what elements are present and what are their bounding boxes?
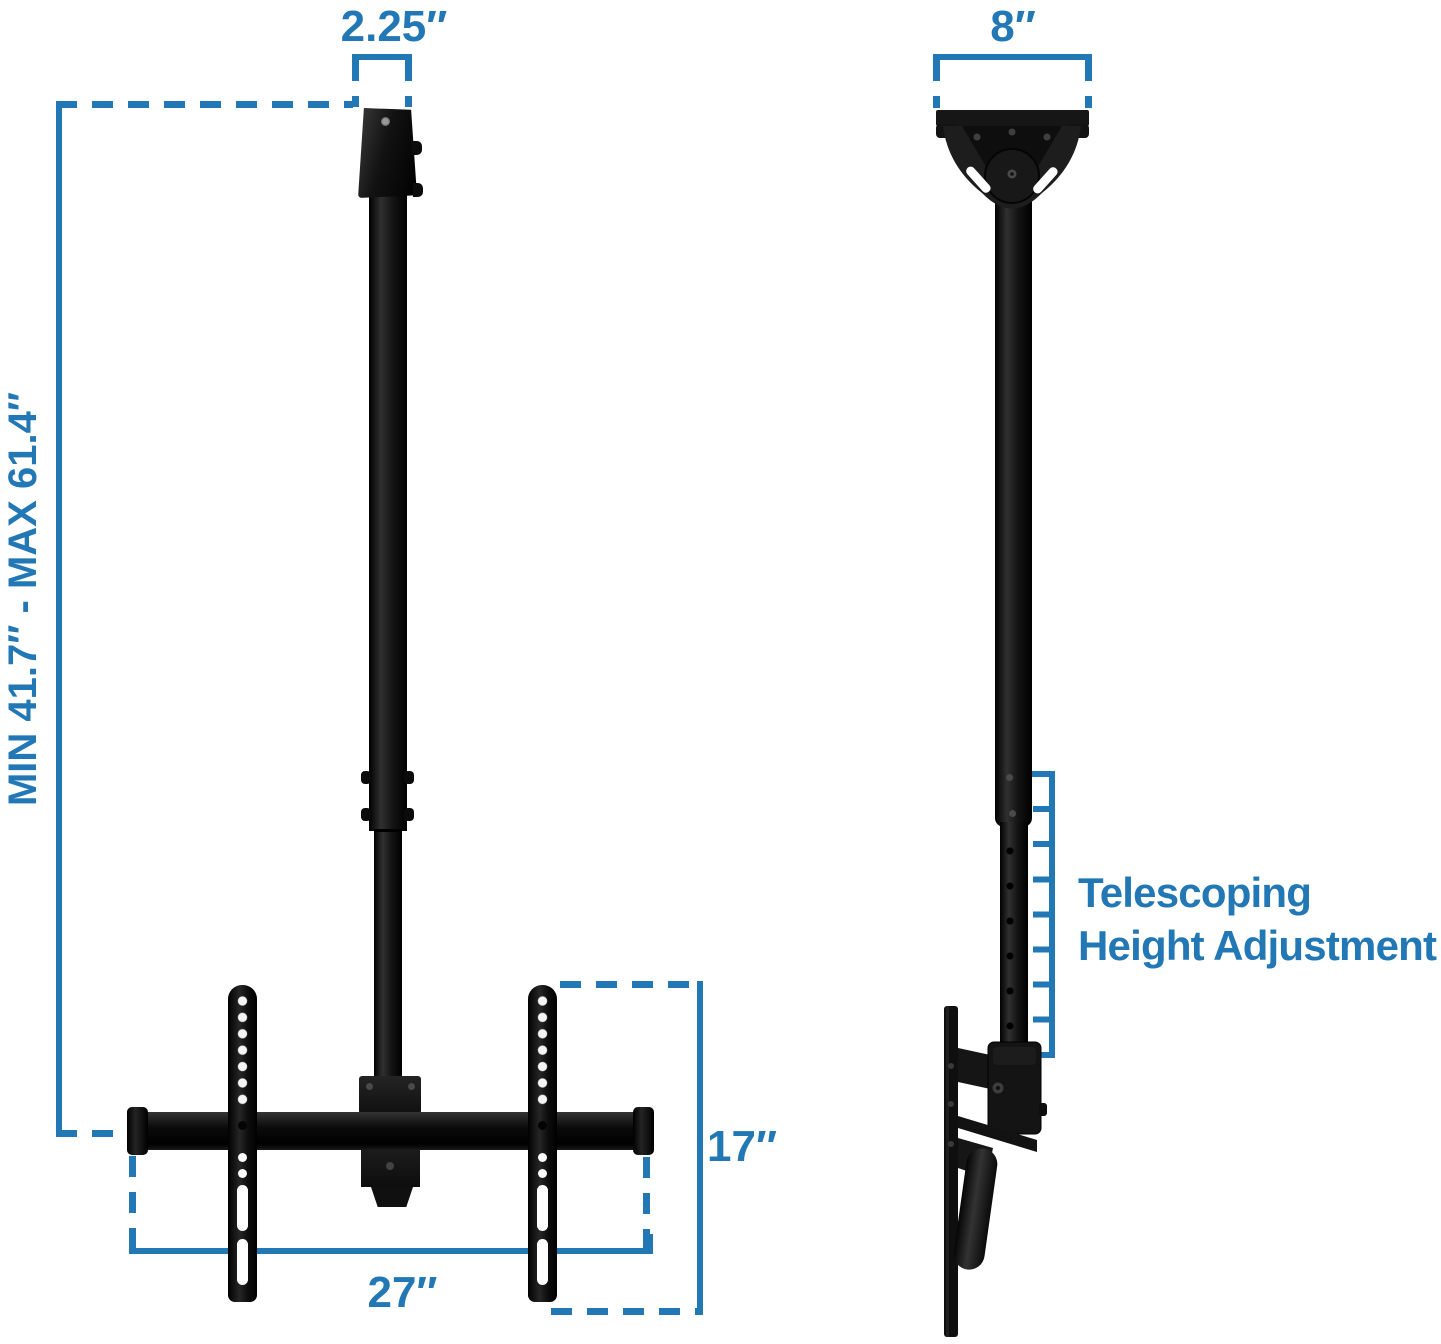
dim-line-27-right <box>643 1157 650 1250</box>
telescoping-ruler-line <box>1049 771 1055 1058</box>
dim-line-17-top <box>560 981 704 988</box>
bracket-clamp-knob-upper <box>412 141 422 155</box>
tilt-bracket-side <box>944 1006 1047 1337</box>
joint-screw-right-2 <box>404 808 414 821</box>
callout-line-2: Height Adjustment <box>1078 922 1437 969</box>
dim-line-height-vertical <box>56 101 62 1137</box>
dim-line-8-left <box>933 60 940 108</box>
rail-hole <box>238 1153 247 1162</box>
dim-tick-27-right <box>647 1234 653 1250</box>
vesa-rail-right <box>528 985 557 1302</box>
dim-line-height-bottom <box>56 1130 132 1137</box>
dim-label-bracket-height: 17″ <box>707 1122 778 1171</box>
pole-screw-side-1 <box>1006 774 1013 781</box>
dim-line-top-width-bar <box>352 54 412 60</box>
crossbar-endcap-left <box>127 1107 148 1155</box>
dim-line-top-width-right <box>405 60 412 107</box>
dim-label-top-width: 2.25″ <box>340 2 448 51</box>
callout-telescoping: Telescoping Height Adjustment <box>1078 866 1437 972</box>
dim-label-height-range: MIN 41.7″ - MAX 61.4″ <box>1 392 45 807</box>
rail-hole <box>538 1169 547 1178</box>
rail-holes <box>528 993 557 1109</box>
dim-line-17-bottom <box>551 1308 697 1315</box>
rail-holes <box>228 993 257 1109</box>
telescoping-pole-side <box>1000 822 1028 1051</box>
clamp-screw-right <box>408 1083 415 1090</box>
bracket-clamp-knob-lower <box>413 183 423 197</box>
rail-slot <box>537 1185 548 1231</box>
ceiling-bracket-screw <box>381 117 390 126</box>
clamp-screw-left <box>366 1083 373 1090</box>
pole-screw-side-2 <box>1009 810 1016 817</box>
dim-line-27-bar <box>129 1248 653 1254</box>
telescoping-ruler-tick-top <box>1027 771 1050 777</box>
upper-pole-front <box>369 195 407 831</box>
vesa-rail-left <box>228 985 257 1302</box>
ceiling-plate-side <box>936 110 1089 209</box>
clamp-tab <box>371 1187 413 1207</box>
adjustment-holes <box>1003 846 1017 1051</box>
rail-hole-dark <box>238 1121 247 1130</box>
telescoping-pole-front <box>374 829 402 1081</box>
dim-line-17-vertical <box>697 981 703 1315</box>
joint-screw-right-1 <box>404 771 414 784</box>
dim-label-plate-width: 8″ <box>990 2 1036 51</box>
dim-line-height-top <box>56 101 353 108</box>
upper-pole-side <box>995 196 1032 827</box>
dim-line-27-left <box>129 1156 136 1250</box>
telescoping-ruler-ticks <box>1033 771 1050 1058</box>
joint-screw-left-2 <box>361 808 371 821</box>
rail-slot <box>237 1185 248 1231</box>
rail-hole-dark <box>538 1121 547 1130</box>
rail-hole <box>238 1169 247 1178</box>
crossbar-endcap-right <box>633 1107 654 1155</box>
dim-tick-27-left <box>129 1234 135 1250</box>
rail-slot <box>537 1239 548 1285</box>
pole-clamp-upper <box>359 1076 421 1114</box>
crossbar <box>128 1112 653 1150</box>
joint-screw-left-1 <box>361 771 371 784</box>
dim-line-8-bar <box>933 54 1092 60</box>
dim-line-8-right <box>1085 60 1092 108</box>
rail-slot <box>237 1239 248 1285</box>
callout-line-1: Telescoping <box>1078 869 1312 916</box>
dim-line-top-width-left <box>352 60 359 107</box>
clamp-screw-bottom <box>386 1162 394 1170</box>
rail-hole <box>538 1153 547 1162</box>
dim-label-bottom-width: 27″ <box>367 1268 438 1317</box>
